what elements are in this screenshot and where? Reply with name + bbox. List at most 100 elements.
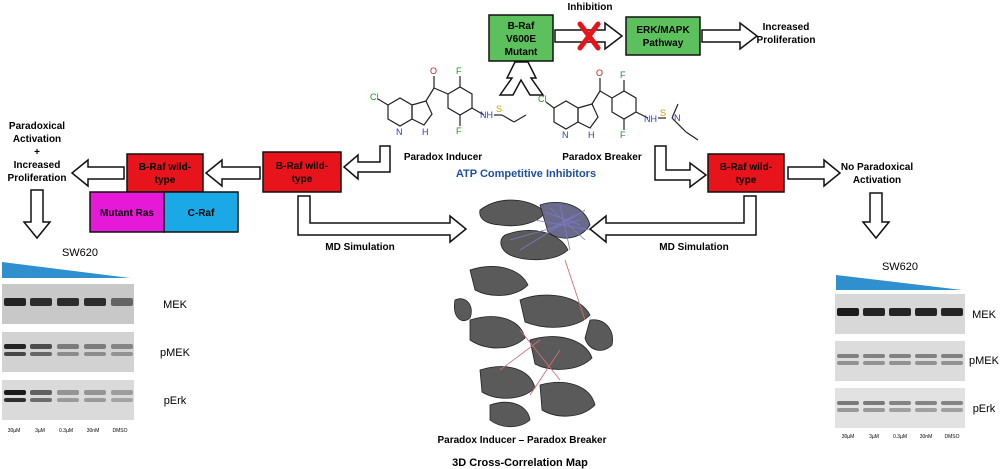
- braf-wt-dimer-line2: type: [155, 175, 176, 186]
- blot-band: [57, 398, 79, 402]
- inhibition-x-mark: [577, 21, 601, 51]
- atom-n-dimethyl: N: [674, 113, 681, 123]
- blot-right-bands: [837, 308, 963, 412]
- blot-band: [889, 308, 911, 316]
- blot-left-lane-4: 30nM: [87, 428, 100, 434]
- craf-box: C-Raf: [163, 191, 239, 233]
- arrow-dimer-to-paradox: [70, 158, 125, 188]
- increased-prolif-line2: Proliferation: [757, 35, 816, 46]
- blot-right-lane-5: DMSO: [945, 434, 960, 440]
- blot-band: [863, 408, 885, 412]
- arrow-md-left: [297, 195, 468, 244]
- blot-band: [837, 361, 859, 365]
- blot-band: [941, 361, 963, 365]
- blot-right-perk-panel: [835, 388, 965, 428]
- blot-left-perk-label: pErk: [164, 395, 187, 407]
- atom-n: N: [396, 127, 403, 137]
- arrow-breaker-to-braf-wt: [654, 145, 708, 189]
- blot-band: [863, 361, 885, 365]
- blot-band: [837, 408, 859, 412]
- blot-left-wedge: [2, 262, 130, 278]
- blot-right-lane-2: 3µM: [869, 434, 879, 440]
- breaker-atom-labels: Cl O F F N H NH S N: [538, 68, 681, 140]
- arrow-inducer-to-braf-wt: [342, 145, 391, 181]
- atom-h-b: H: [588, 130, 595, 140]
- braf-wt-left-line1: B-Raf wild-: [276, 161, 328, 172]
- blot-band: [30, 398, 52, 402]
- blot-left-lane-2: 3µM: [35, 428, 45, 434]
- blot-band: [57, 298, 79, 306]
- blot-right-pmek-panel: [835, 341, 965, 381]
- blot-band: [30, 352, 52, 356]
- blot-band: [84, 390, 106, 395]
- blot-band: [111, 398, 133, 402]
- blot-band: [941, 401, 963, 405]
- blot-left-pmek-label: pMEK: [160, 347, 191, 359]
- atom-nh-b: NH: [644, 114, 657, 124]
- blot-band: [837, 401, 859, 405]
- braf-wt-right-line1: B-Raf wild-: [720, 162, 772, 173]
- atom-f2-b: F: [620, 130, 626, 140]
- braf-wt-dimer-line1: B-Raf wild-: [139, 162, 191, 173]
- atom-n-b: N: [562, 130, 569, 140]
- braf-wt-left-line2: type: [292, 174, 313, 185]
- paradox-line5: Proliferation: [8, 173, 67, 184]
- blot-band: [915, 354, 937, 358]
- braf-mutant-line2: V600E: [506, 34, 536, 45]
- blot-band: [941, 308, 963, 316]
- blot-band: [84, 344, 106, 349]
- blot-band: [84, 298, 106, 306]
- atp-inhibitors-label: ATP Competitive Inhibitors: [456, 168, 596, 180]
- blot-band: [863, 401, 885, 405]
- blot-band: [915, 408, 937, 412]
- braf-wt-right-line2: type: [736, 175, 757, 186]
- cross-correlation-label: 3D Cross-Correlation Map: [452, 457, 588, 469]
- md-simulation-left-label: MD Simulation: [325, 242, 394, 253]
- increased-prolif-line1: Increased: [763, 22, 810, 33]
- blot-band: [57, 352, 79, 356]
- paradox-activation-label: Paradoxical Activation + Increased Proli…: [8, 121, 67, 184]
- blot-band: [57, 390, 79, 395]
- blot-band: [837, 354, 859, 358]
- paradox-breaker-molecule: [545, 78, 699, 141]
- braf-mutant-box: B-Raf V600E Mutant: [488, 14, 554, 62]
- erk-line1: ERK/MAPK: [636, 25, 690, 36]
- blot-left-lane-1: 30µM: [8, 428, 21, 434]
- paradox-inducer-label: Paradox Inducer: [404, 152, 482, 163]
- blot-right-pmek-label: pMEK: [969, 355, 1000, 367]
- blot-right-wedge: [836, 275, 962, 290]
- no-paradox-line2: Activation: [853, 175, 901, 186]
- blot-band: [863, 308, 885, 316]
- paradox-breaker-label: Paradox Breaker: [562, 152, 642, 163]
- arrow-braf-wt-to-no-paradox: [787, 158, 842, 188]
- atom-cl-b: Cl: [538, 94, 547, 104]
- blot-right-lane-1: 30µM: [842, 434, 855, 440]
- braf-wt-left-box: B-Raf wild- type: [262, 151, 342, 193]
- blot-band: [57, 344, 79, 349]
- blot-left-lane-5: DMSO: [113, 428, 128, 434]
- arrow-braf-wt-to-dimer: [204, 158, 261, 188]
- paradox-line3: +: [34, 147, 40, 158]
- blot-band: [941, 354, 963, 358]
- blot-band: [4, 352, 26, 356]
- arrow-up-into-mutant: [498, 61, 545, 96]
- blot-band: [889, 354, 911, 358]
- atom-s: S: [496, 104, 502, 114]
- atom-nh: NH: [480, 110, 493, 120]
- blot-band: [84, 352, 106, 356]
- arrow-paradox-down: [22, 189, 52, 240]
- protein-structure: [454, 199, 613, 428]
- inducer-atom-labels: Cl O F F N H NH S: [370, 66, 502, 137]
- western-blot-left: SW620 MEK pMEK pErk 30µM 3µM 0.3µM 30nM …: [2, 247, 191, 434]
- blot-band: [30, 344, 52, 349]
- blot-right-lane-4: 30nM: [920, 434, 933, 440]
- blot-right-mek-label: MEK: [972, 309, 997, 321]
- braf-wt-dimer-box: B-Raf wild- type: [126, 153, 204, 193]
- blot-band: [111, 352, 133, 356]
- no-paradox-line1: No Paradoxical: [841, 162, 913, 173]
- blot-band: [837, 308, 859, 316]
- atom-o: O: [430, 66, 437, 76]
- paradox-inducer-molecule: [377, 76, 527, 127]
- blot-band: [4, 298, 26, 306]
